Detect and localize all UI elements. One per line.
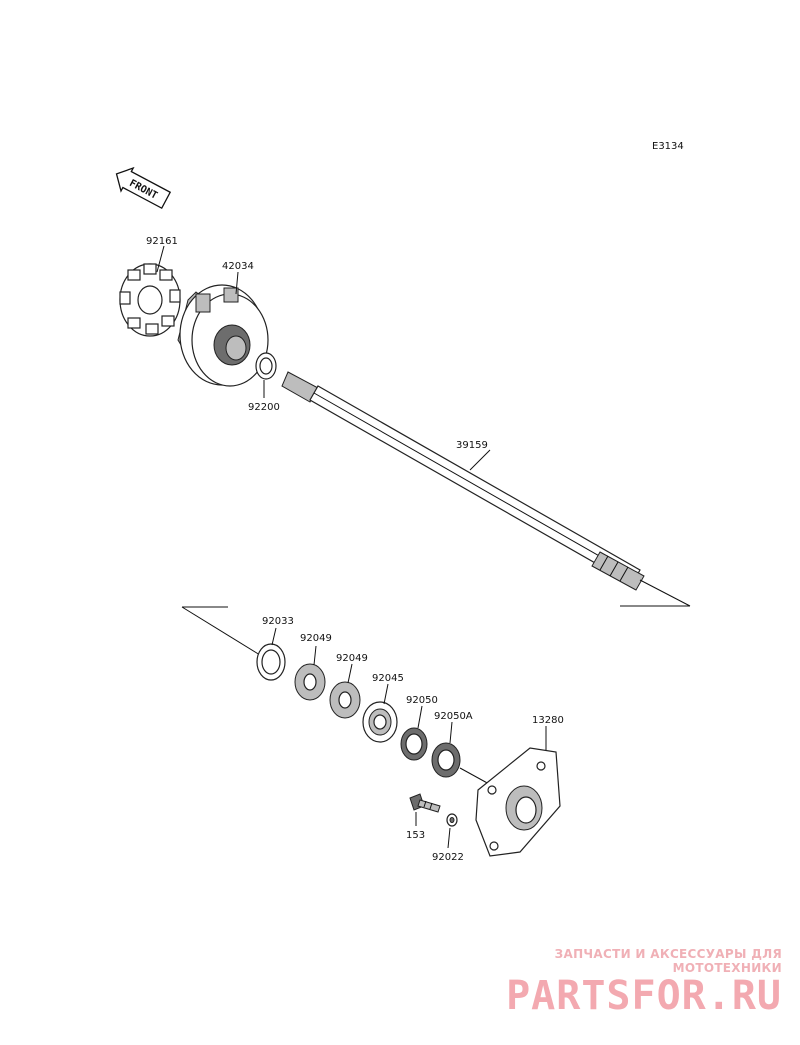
label-92049-a: 92049	[300, 633, 332, 644]
part-bolt-153	[409, 793, 441, 813]
label-92033: 92033	[262, 616, 294, 627]
label-92050a: 92050A	[434, 711, 473, 722]
part-washer-92200	[255, 352, 277, 380]
label-92050: 92050	[406, 695, 438, 706]
part-oilseal-92050	[400, 727, 428, 761]
front-arrow-icon: FRONT	[115, 166, 172, 210]
label-92022: 92022	[432, 852, 464, 863]
part-coupling-42034	[177, 284, 269, 387]
part-seal-92049-a	[294, 663, 326, 701]
guide-line	[181, 606, 261, 656]
label-42034: 42034	[222, 261, 254, 272]
part-oilseal-92050a	[431, 742, 461, 778]
label-153: 153	[406, 830, 425, 841]
part-washer-92022	[446, 813, 458, 827]
part-damper-92161	[119, 263, 181, 337]
part-housing-13280	[475, 747, 561, 857]
label-92161: 92161	[146, 236, 178, 247]
watermark: ЗАПЧАСТИ И АКСЕССУАРЫ ДЛЯ МОТОТЕХНИКИ PA…	[452, 947, 782, 1017]
watermark-brand: PARTSFOR.RU	[506, 973, 782, 1019]
label-92045: 92045	[372, 673, 404, 684]
part-bearing-92045	[362, 701, 398, 743]
part-driveshaft-39159	[281, 371, 645, 591]
label-92200: 92200	[248, 402, 280, 413]
guide-line	[639, 579, 691, 607]
label-39159: 39159	[456, 440, 488, 451]
part-circlip-92033	[256, 643, 286, 681]
diagram-code: E3134	[652, 141, 684, 152]
part-seal-92049-b	[329, 681, 361, 719]
watermark-subtitle: ЗАПЧАСТИ И АКСЕССУАРЫ ДЛЯ МОТОТЕХНИКИ	[554, 947, 782, 975]
label-13280: 13280	[532, 715, 564, 726]
label-92049-b: 92049	[336, 653, 368, 664]
